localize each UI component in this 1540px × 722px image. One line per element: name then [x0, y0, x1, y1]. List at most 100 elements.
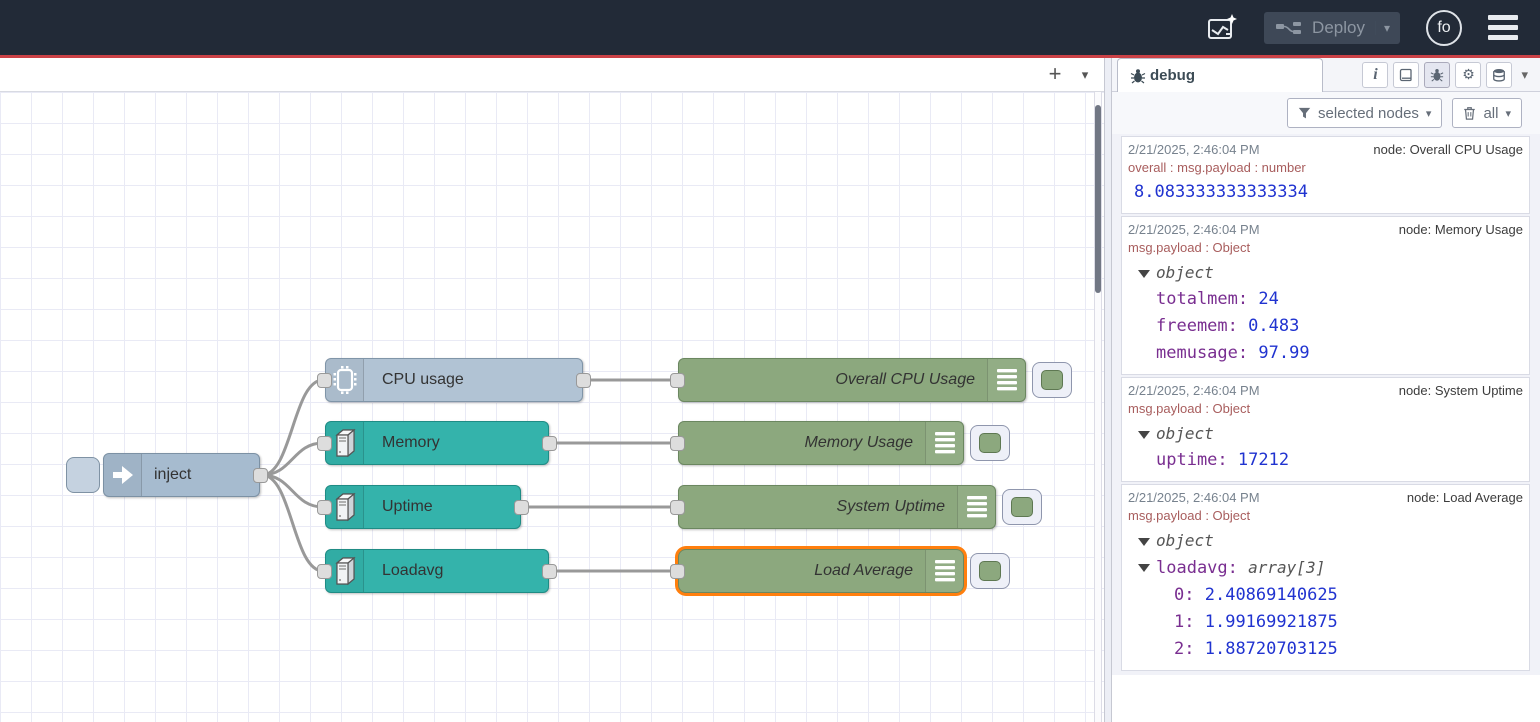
array-index: 1 [1174, 612, 1205, 632]
flow-tabbar: + ▾ [0, 58, 1104, 92]
object-label: object [1156, 424, 1214, 443]
sidebar-tabs-caret-icon[interactable]: ▾ [1517, 67, 1532, 83]
bug-icon [1130, 68, 1146, 84]
port-out[interactable] [514, 500, 529, 515]
info-icon: i [1373, 66, 1377, 84]
object-label: object [1156, 531, 1214, 550]
node-cpu-usage[interactable]: CPU usage [325, 358, 583, 402]
object-key: uptime [1156, 450, 1238, 470]
port-in[interactable] [670, 373, 685, 388]
debug-tab-button[interactable] [1424, 62, 1450, 88]
flow-canvas[interactable]: inject CPU usage [0, 92, 1104, 722]
port-in[interactable] [670, 436, 685, 451]
array-expander[interactable]: loadavgarray[3] [1126, 554, 1525, 582]
flow-list-caret-icon[interactable]: ▾ [1070, 58, 1100, 92]
node-inject[interactable]: inject [103, 453, 260, 497]
node-uptime[interactable]: Uptime [325, 485, 521, 529]
array-type: array[3] [1248, 558, 1325, 577]
bug-icon [1430, 68, 1444, 82]
deploy-button[interactable]: Deploy ▾ [1264, 12, 1400, 44]
node-label: System Uptime [687, 486, 945, 528]
object-key: memusage [1156, 343, 1258, 363]
node-debug-overall-cpu-usage[interactable]: Overall CPU Usage [678, 358, 1026, 402]
deploy-caret-icon[interactable]: ▾ [1375, 21, 1390, 35]
node-loadavg[interactable]: Loadavg [325, 549, 549, 593]
database-icon [1492, 68, 1506, 82]
node-debug-memory-usage[interactable]: Memory Usage [678, 421, 964, 465]
port-in[interactable] [317, 436, 332, 451]
sidebar-tool-buttons: i ⚙ [1323, 58, 1540, 91]
avatar-initials: fo [1437, 19, 1450, 37]
object-expander[interactable]: object [1126, 259, 1525, 286]
node-label: Load Average [687, 550, 913, 592]
config-nodes-tab-button[interactable]: ⚙ [1455, 62, 1481, 88]
debug-list-icon [987, 359, 1025, 401]
funnel-icon [1298, 107, 1311, 120]
port-out[interactable] [542, 564, 557, 579]
inject-arrow-icon [104, 454, 142, 496]
header-bar: Deploy ▾ fo [0, 0, 1540, 55]
message-node-name: node: Load Average [1407, 488, 1523, 507]
debug-enable-toggle[interactable] [1002, 489, 1042, 525]
debug-message: 2/21/2025, 2:46:04 PM node: System Uptim… [1121, 377, 1530, 482]
inject-trigger-button[interactable] [66, 457, 100, 493]
node-debug-load-average[interactable]: Load Average [678, 549, 964, 593]
help-tab-button[interactable] [1393, 62, 1419, 88]
clear-scope-label: all [1483, 105, 1498, 122]
debug-enable-toggle[interactable] [1032, 362, 1072, 398]
user-avatar[interactable]: fo [1426, 10, 1462, 46]
info-tab-button[interactable]: i [1362, 62, 1388, 88]
filter-nodes-label: selected nodes [1318, 105, 1419, 122]
main-menu-icon[interactable] [1488, 15, 1518, 40]
message-timestamp: 2/21/2025, 2:46:04 PM [1128, 381, 1260, 400]
port-in[interactable] [317, 500, 332, 515]
array-key: loadavg [1156, 558, 1248, 578]
chevron-down-icon: ▾ [1426, 107, 1432, 120]
deploy-label: Deploy [1312, 18, 1365, 38]
debug-list-icon [957, 486, 995, 528]
message-property-path: msg.payload : Object [1126, 239, 1525, 257]
tab-debug[interactable]: debug [1117, 58, 1323, 92]
port-in[interactable] [317, 564, 332, 579]
object-value: 97.99 [1258, 343, 1309, 363]
debug-filterbar: selected nodes ▾ all ▾ [1112, 92, 1540, 134]
port-in[interactable] [317, 373, 332, 388]
message-timestamp: 2/21/2025, 2:46:04 PM [1128, 488, 1260, 507]
expand-caret-icon [1138, 431, 1150, 439]
node-memory[interactable]: Memory [325, 421, 549, 465]
port-in[interactable] [670, 564, 685, 579]
debug-message: 2/21/2025, 2:46:04 PM node: Memory Usage… [1121, 216, 1530, 375]
array-value: 1.88720703125 [1205, 639, 1338, 659]
expand-caret-icon [1138, 538, 1150, 546]
debug-message: 2/21/2025, 2:46:04 PM node: Load Average… [1121, 484, 1530, 671]
object-expander[interactable]: object [1126, 420, 1525, 447]
context-data-tab-button[interactable] [1486, 62, 1512, 88]
tab-debug-label: debug [1150, 67, 1195, 84]
debug-message: 2/21/2025, 2:46:04 PM node: Overall CPU … [1121, 136, 1530, 214]
flow-assistant-icon[interactable] [1206, 13, 1238, 43]
clear-messages-button[interactable]: all ▾ [1452, 98, 1522, 128]
node-debug-system-uptime[interactable]: System Uptime [678, 485, 996, 529]
port-out[interactable] [253, 468, 268, 483]
node-label: CPU usage [382, 359, 464, 401]
filter-nodes-button[interactable]: selected nodes ▾ [1287, 98, 1442, 128]
node-label: inject [154, 454, 191, 496]
port-out[interactable] [576, 373, 591, 388]
debug-enable-toggle[interactable] [970, 425, 1010, 461]
debug-message-list[interactable]: 2/21/2025, 2:46:04 PM node: Overall CPU … [1112, 134, 1540, 722]
book-icon [1399, 68, 1413, 82]
node-label: Loadavg [382, 550, 443, 592]
debug-enable-toggle[interactable] [970, 553, 1010, 589]
chevron-down-icon: ▾ [1505, 107, 1511, 120]
object-expander[interactable]: object [1126, 527, 1525, 554]
port-out[interactable] [542, 436, 557, 451]
message-node-name: node: Overall CPU Usage [1373, 140, 1523, 159]
object-key: totalmem [1156, 289, 1258, 309]
message-node-name: node: System Uptime [1399, 381, 1523, 400]
message-node-name: node: Memory Usage [1399, 220, 1523, 239]
sidebar-splitter[interactable] [1104, 58, 1112, 722]
port-in[interactable] [670, 500, 685, 515]
array-value: 1.99169921875 [1205, 612, 1338, 632]
add-flow-button[interactable]: + [1040, 58, 1070, 92]
